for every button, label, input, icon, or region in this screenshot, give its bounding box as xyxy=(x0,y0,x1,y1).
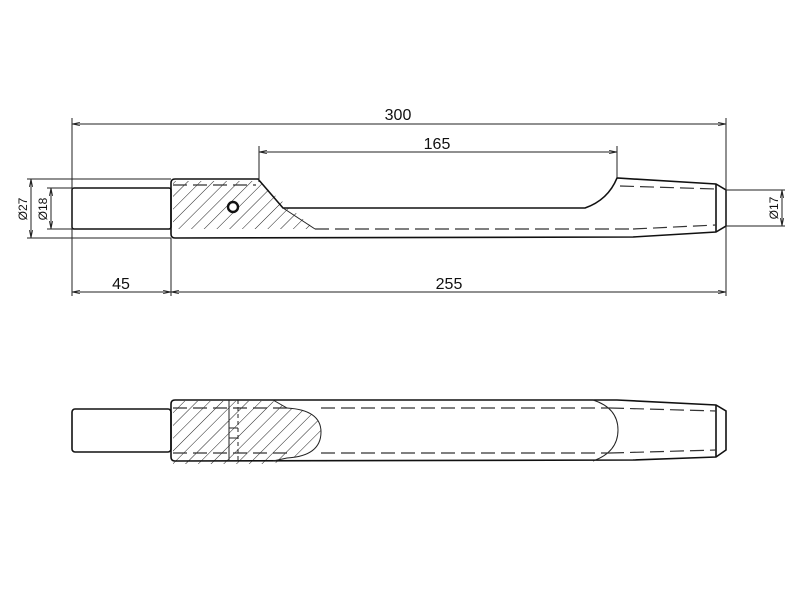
side-view xyxy=(71,399,727,464)
body-section-side xyxy=(173,401,321,464)
body-outline-side xyxy=(170,399,727,462)
dimensions: 300 165 45 255 Ø27 Ø18 Ø17 xyxy=(16,107,785,296)
dim-body-diameter: Ø27 xyxy=(16,197,30,220)
pin-hole xyxy=(226,200,240,214)
dim-tip-diameter: Ø17 xyxy=(767,196,781,219)
shank-section-side xyxy=(71,408,172,453)
dim-shank-diameter: Ø18 xyxy=(36,197,50,220)
body-section xyxy=(173,181,315,229)
dim-total-length: 300 xyxy=(385,107,412,124)
top-view xyxy=(71,177,727,239)
dim-body-length: 255 xyxy=(436,276,463,293)
dim-shank-length: 45 xyxy=(112,276,130,293)
shank-section xyxy=(71,187,172,230)
dim-slot-length: 165 xyxy=(424,136,451,153)
body-outline xyxy=(170,177,727,239)
